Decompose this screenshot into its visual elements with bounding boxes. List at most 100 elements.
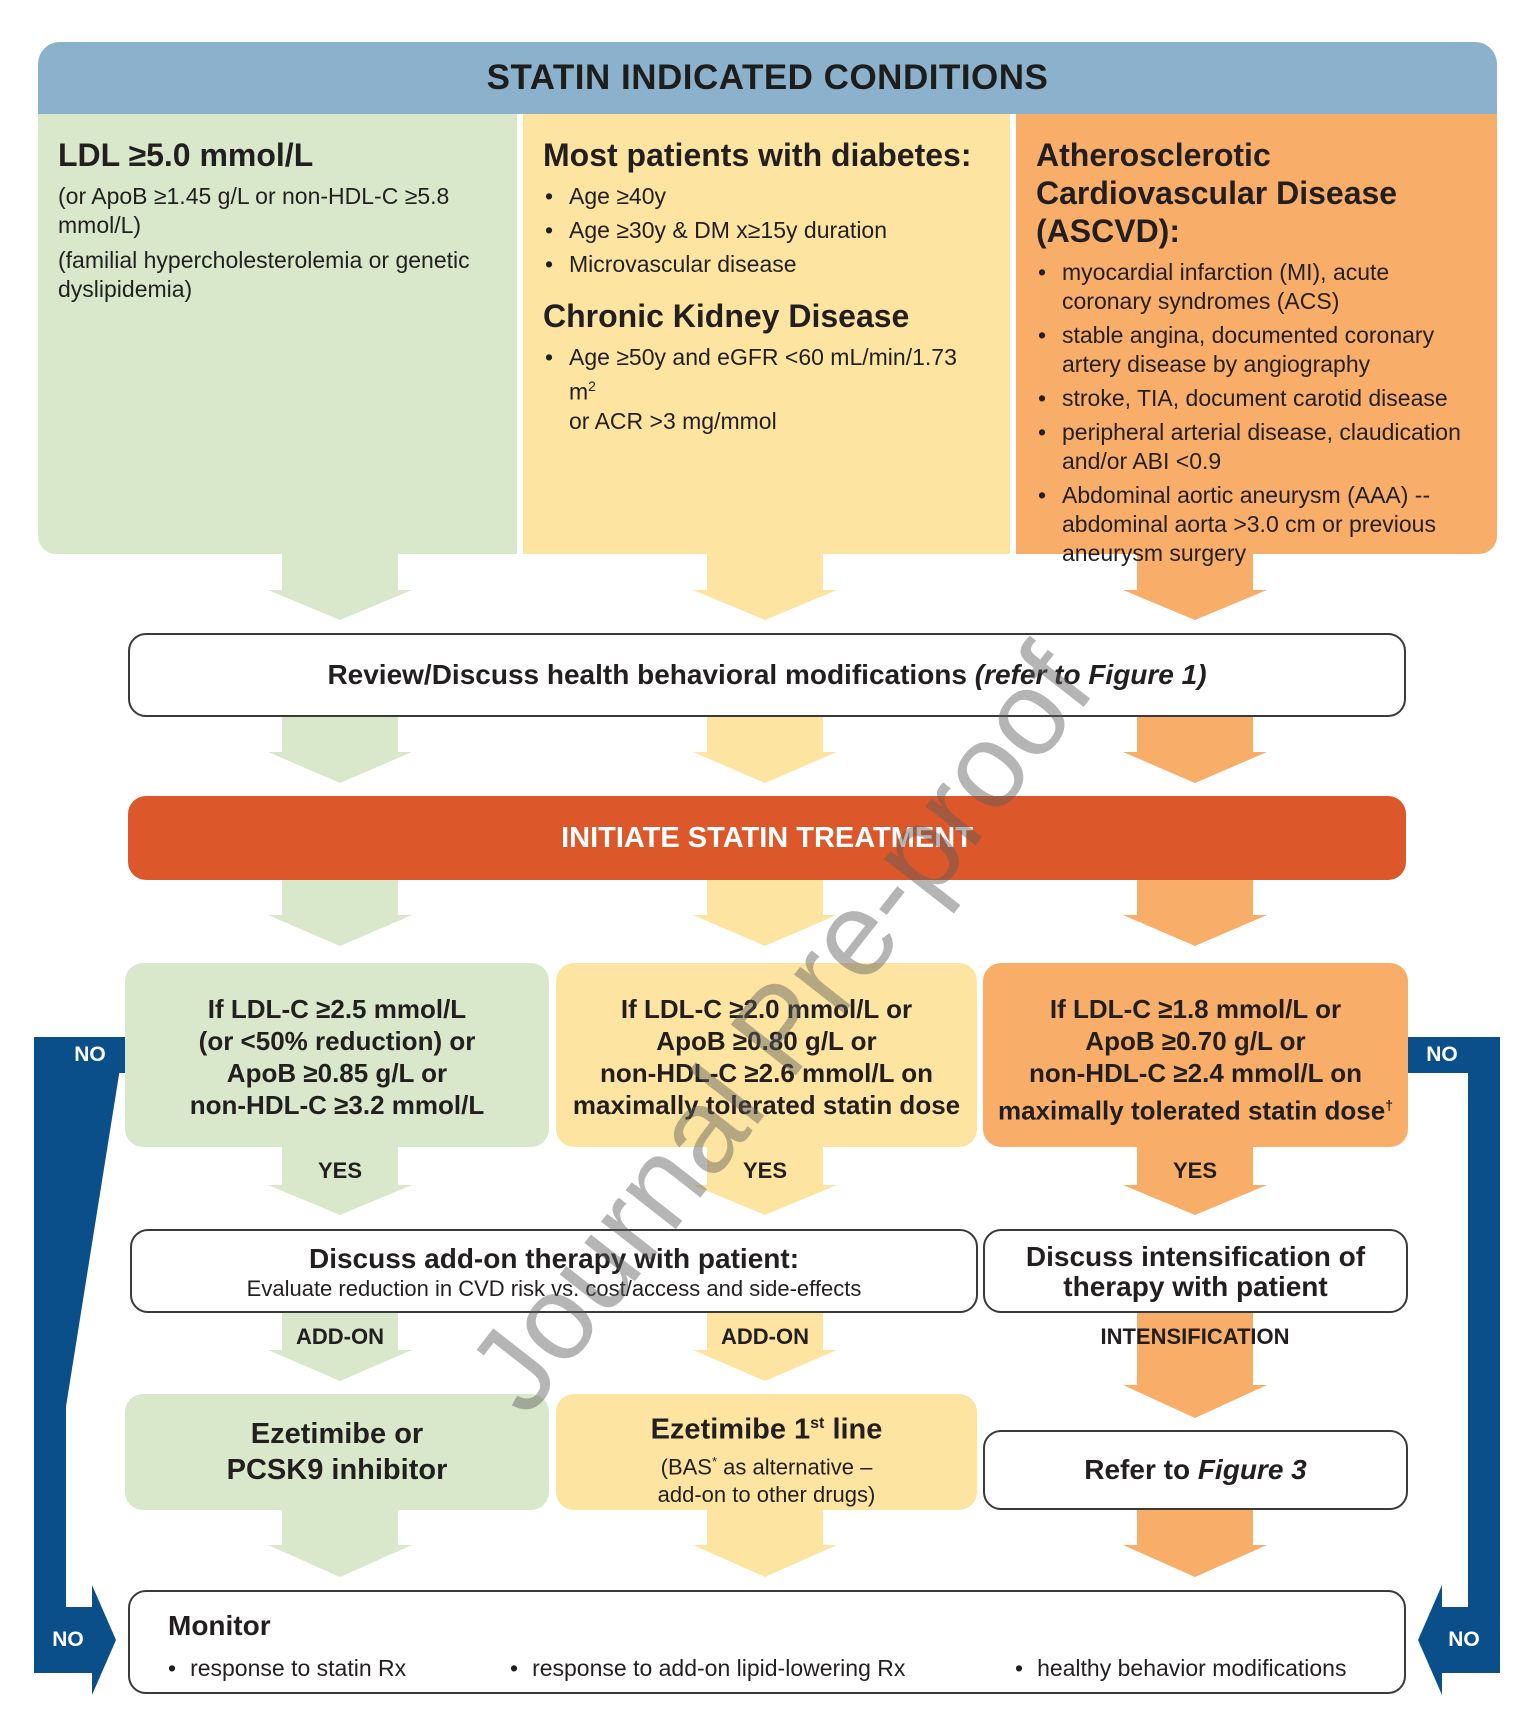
ckd-item-text: Age ≥50y and eGFR <60 mL/min/1.73 m [569, 344, 957, 405]
ckd-item-suffix: or ACR >3 mg/mmol [569, 407, 777, 434]
condition-yellow: If LDL-C ≥2.0 mmol/L or ApoB ≥0.80 g/L o… [556, 963, 977, 1147]
arrow-orange-1 [1123, 554, 1267, 620]
discuss-intens-line1: Discuss intensification of [1025, 1241, 1366, 1272]
condition-line: maximally tolerated statin dose [572, 1090, 961, 1120]
ascvd-list: myocardial infarction (MI), acute corona… [1036, 258, 1477, 568]
condition-green: If LDL-C ≥2.5 mmol/L (or <50% reduction)… [125, 963, 549, 1147]
condition-line: maximally tolerated statin dose† [983, 1089, 1408, 1127]
discuss-addon-sub: Evaluate reduction in CVD risk vs. cost/… [246, 1276, 862, 1301]
review-box: Review/Discuss health behavioral modific… [128, 633, 1406, 717]
therapy-yellow-title-suffix: line [824, 1413, 883, 1446]
therapy-line: PCSK9 inhibitor [226, 1454, 448, 1486]
therapy-yellow-sub1: (BAS* as alternative – [556, 1448, 977, 1481]
discuss-addon-box: Discuss add-on therapy with patient: Eva… [130, 1229, 978, 1313]
list-item: peripheral arterial disease, claudicatio… [1036, 418, 1477, 476]
discuss-addon-title: Discuss add-on therapy with patient: [308, 1243, 800, 1274]
no-label-right-top: NO [1426, 1043, 1458, 1066]
intensification-label: INTENSIFICATION [1100, 1324, 1290, 1349]
arrow-yellow-3 [693, 880, 837, 946]
addon-label-green: ADD-ON [296, 1324, 384, 1349]
arrow-yellow-addon [693, 1313, 837, 1381]
arrow-orange-2 [1123, 717, 1267, 783]
list-item: myocardial infarction (MI), acute corona… [1036, 258, 1477, 316]
arrow-yellow-4 [693, 1510, 837, 1577]
no-loop-right [1408, 1037, 1500, 1695]
review-ref: (refer to Figure 1) [974, 659, 1207, 690]
arrow-orange-4 [1123, 1510, 1267, 1577]
dagger-sup: † [1385, 1097, 1394, 1113]
arrow-green-yes [268, 1147, 412, 1215]
bas-text: (BAS [660, 1453, 712, 1479]
review-text: Review/Discuss health behavioral modific… [327, 659, 967, 690]
condition-line: ApoB ≥0.80 g/L or [656, 1026, 877, 1056]
no-label-left-bottom: NO [52, 1628, 84, 1651]
condition-line: If LDL-C ≥2.5 mmol/L [207, 994, 467, 1024]
arrow-green-2 [268, 717, 412, 783]
ldl-line2: (familial hypercholesterolemia or geneti… [58, 247, 470, 302]
ldl-column: LDL ≥5.0 mmol/L (or ApoB ≥1.45 g/L or no… [38, 114, 517, 554]
ldl-title: LDL ≥5.0 mmol/L [58, 137, 314, 173]
ldl-line1: (or ApoB ≥1.45 g/L or non-HDL-C ≥5.8 mmo… [58, 183, 450, 238]
ascvd-title: Atherosclerotic Cardiovascular Disease (… [1036, 137, 1398, 249]
list-item: response to statin Rx [168, 1654, 406, 1682]
therapy-green: Ezetimibe or PCSK9 inhibitor [125, 1394, 549, 1510]
list-item: stroke, TIA, document carotid disease [1036, 384, 1477, 413]
yes-label-green: YES [317, 1158, 363, 1183]
discuss-intensification-box: Discuss intensification of therapy with … [983, 1229, 1408, 1313]
diabetes-title: Most patients with diabetes: [543, 137, 972, 173]
condition-line: ApoB ≥0.70 g/L or [1085, 1026, 1306, 1056]
addon-label-yellow: ADD-ON [721, 1324, 809, 1349]
therapy-yellow: Ezetimibe 1st line (BAS* as alternative … [556, 1394, 977, 1510]
list-item: Microvascular disease [543, 250, 990, 279]
arrow-yellow-yes [693, 1147, 837, 1215]
arrow-yellow-2 [693, 717, 837, 783]
list-item: Abdominal aortic aneurysm (AAA) -- abdom… [1036, 481, 1477, 568]
therapy-yellow-sub2: add-on to other drugs) [657, 1481, 876, 1507]
therapy-yellow-sup: st [810, 1415, 825, 1432]
condition-line: non-HDL-C ≥2.4 mmol/L on [1029, 1058, 1362, 1088]
arrow-orange-yes [1123, 1147, 1267, 1215]
condition-line: non-HDL-C ≥2.6 mmol/L on [600, 1058, 933, 1088]
arrow-orange-3 [1123, 880, 1267, 946]
yes-label-orange: YES [1172, 1158, 1218, 1183]
diabetes-column: Most patients with diabetes: Age ≥40y Ag… [523, 114, 1010, 554]
condition-orange: If LDL-C ≥1.8 mmol/L or ApoB ≥0.70 g/L o… [983, 963, 1408, 1147]
list-item: healthy behavior modifications [1015, 1654, 1346, 1682]
arrow-green-3 [268, 880, 412, 946]
list-item: response to add-on lipid-lowering Rx [510, 1654, 905, 1682]
ascvd-column: Atherosclerotic Cardiovascular Disease (… [1016, 114, 1497, 566]
refer-figure3-box: Refer to Figure 3 [983, 1430, 1408, 1510]
condition-line: (or <50% reduction) or [198, 1026, 476, 1056]
no-loop-left [34, 1037, 125, 1695]
bas-sup: * [711, 1453, 718, 1469]
list-item: stable angina, documented coronary arter… [1036, 321, 1477, 379]
condition-line: ApoB ≥0.85 g/L or [226, 1058, 448, 1088]
discuss-intens-line2: therapy with patient [1063, 1271, 1328, 1302]
monitor-title: Monitor [168, 1610, 271, 1641]
therapy-line: Ezetimibe or [250, 1418, 424, 1450]
arrow-green-addon [268, 1313, 412, 1381]
list-item: Age ≥30y & DM x≥15y duration [543, 216, 990, 245]
header-title: STATIN INDICATED CONDITIONS [38, 42, 1497, 114]
condition-line: non-HDL-C ≥3.2 mmol/L [189, 1090, 485, 1120]
condition-line: If LDL-C ≥1.8 mmol/L or [1049, 994, 1342, 1024]
ckd-title: Chronic Kidney Disease [543, 298, 910, 334]
therapy-yellow-title: Ezetimibe 1st line [556, 1406, 977, 1448]
refer-text: Refer to [1084, 1454, 1198, 1485]
arrow-green-1 [268, 554, 412, 620]
list-item: Age ≥50y and eGFR <60 mL/min/1.73 m2 or A… [543, 343, 990, 436]
arrow-green-4 [268, 1510, 412, 1577]
condition-line: If LDL-C ≥2.0 mmol/L or [620, 994, 913, 1024]
bas-suffix: as alternative – [717, 1453, 873, 1479]
yes-label-yellow: YES [742, 1158, 788, 1183]
ckd-item-sup: 2 [588, 378, 596, 394]
no-label-right-bottom: NO [1448, 1628, 1480, 1651]
monitor-box: Monitor response to statin Rx response t… [128, 1590, 1406, 1694]
no-label-left-top: NO [74, 1043, 106, 1066]
diabetes-list: Age ≥40y Age ≥30y & DM x≥15y duration Mi… [543, 182, 990, 279]
arrow-orange-intens [1123, 1313, 1267, 1418]
initiate-statin-box: INITIATE STATIN TREATMENT [128, 796, 1406, 880]
arrow-yellow-1 [693, 554, 837, 620]
ckd-list: Age ≥50y and eGFR <60 mL/min/1.73 m2 or A… [543, 343, 990, 436]
